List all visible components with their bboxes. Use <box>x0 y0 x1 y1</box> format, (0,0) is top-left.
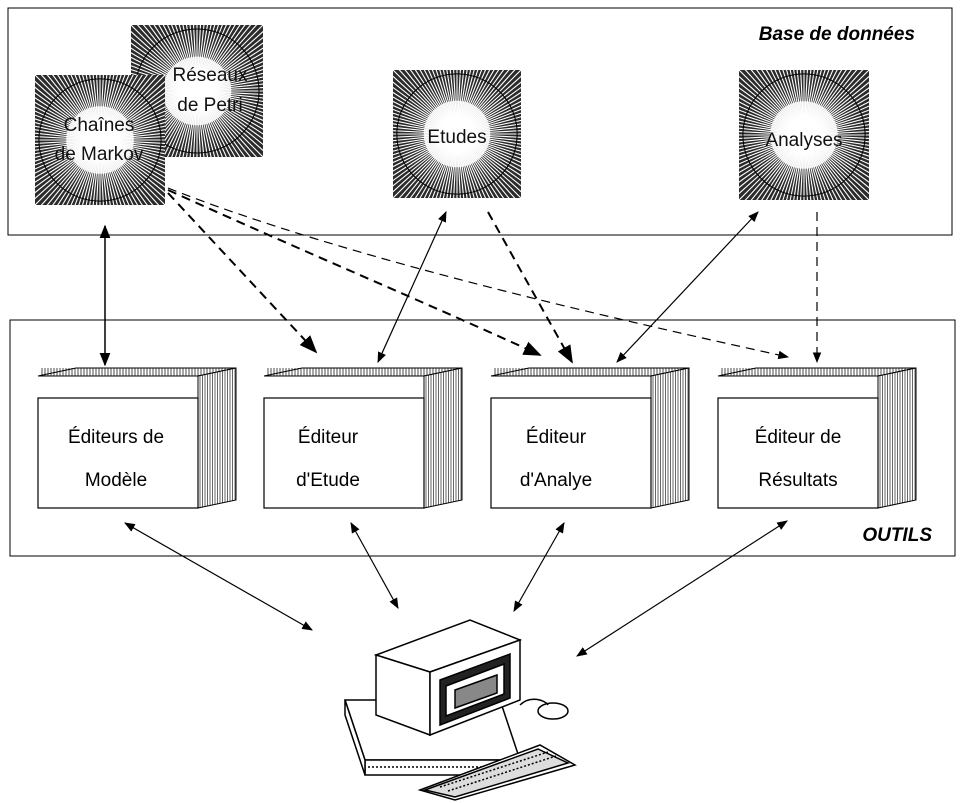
tools-section: OUTILS <box>9 319 956 557</box>
link-etude-computer <box>350 522 399 609</box>
data-store-markov <box>35 75 165 205</box>
store-label-reseaux-1: Réseaux <box>173 65 248 86</box>
database-title: Base de données <box>759 24 915 45</box>
store-label-etudes: Etudes <box>427 127 486 148</box>
connectors <box>99 187 822 657</box>
tools-title: OUTILS <box>862 525 932 546</box>
link-analyses-analyse <box>616 211 759 363</box>
editor-label-analyse-2: d'Analye <box>520 470 592 491</box>
database-section: Base de données <box>7 7 953 236</box>
link-markov-etude <box>167 192 318 354</box>
editor-label-resultats-1: Éditeur de <box>755 427 842 448</box>
link-resultats-computer <box>576 520 788 657</box>
editor-box-analyse <box>490 367 690 509</box>
editor-label-modele-2: Modèle <box>85 470 147 491</box>
store-label-reseaux-2: de Petri <box>177 95 242 116</box>
editor-box-resultats <box>717 367 917 509</box>
link-modele-computer <box>124 522 313 631</box>
editor-label-etude-1: Éditeur <box>298 427 359 448</box>
store-label-analyses: Analyses <box>765 130 842 151</box>
data-store-analyses <box>739 70 869 200</box>
link-etudes-analyse <box>487 211 573 364</box>
editor-label-analyse-1: Éditeur <box>526 427 587 448</box>
store-label-markov-1: Chaînes <box>64 115 135 136</box>
editor-label-modele-1: Éditeurs de <box>68 427 164 448</box>
editor-label-etude-2: d'Etude <box>296 470 360 491</box>
editor-box-etude <box>263 367 463 509</box>
data-store-etudes <box>393 70 521 198</box>
store-label-markov-2: de Markov <box>55 144 144 165</box>
editor-box-modele <box>37 367 237 509</box>
editor-label-resultats-2: Résultats <box>758 470 837 491</box>
link-etudes-etude <box>377 211 447 363</box>
link-markov-resultats <box>167 187 790 360</box>
link-markov-analyse <box>167 189 542 356</box>
computer-workstation-icon <box>343 619 577 801</box>
link-analyse-computer <box>513 522 565 612</box>
